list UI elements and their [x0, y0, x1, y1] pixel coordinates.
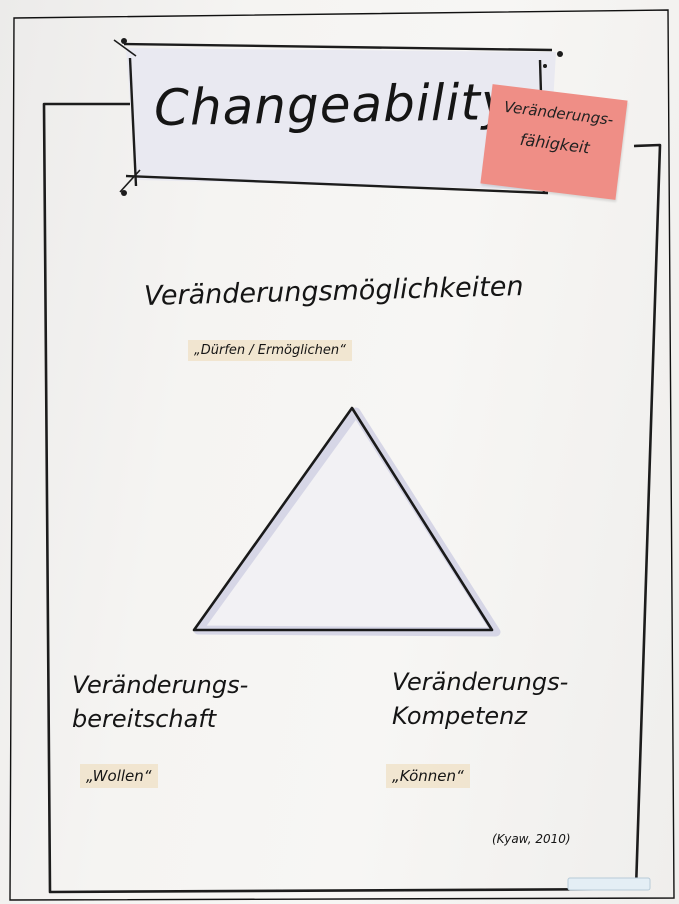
poster-title: Changeability: [153, 72, 513, 138]
left-label-line2: bereitschaft: [72, 705, 217, 733]
right-quote: „Können“: [386, 764, 470, 788]
sticky-note-line1: Veränderungs-: [502, 97, 615, 129]
triangle: [192, 406, 494, 632]
left-label-line1: Veränderungs-: [72, 671, 249, 699]
top-quote: „Dürfen / Ermöglichen“: [188, 340, 352, 361]
sticky-note-line2: fähigkeit: [518, 129, 591, 158]
sticky-note: Veränderungs- fähigkeit: [480, 84, 628, 200]
content-frame: [42, 102, 662, 894]
triangle-shadow: [193, 407, 501, 637]
right-label: Veränderungs- Kompetenz: [392, 665, 568, 733]
title-box-fill: [126, 48, 556, 190]
left-quote: „Wollen“: [80, 764, 158, 788]
left-label: Veränderungs- bereitschaft: [72, 668, 248, 736]
page-edge: [9, 9, 675, 901]
logo-stamp: [567, 877, 651, 891]
source-citation: (Kyaw, 2010): [492, 832, 571, 846]
right-label-line1: Veränderungs-: [392, 668, 569, 696]
right-label-line2: Kompetenz: [392, 702, 527, 730]
